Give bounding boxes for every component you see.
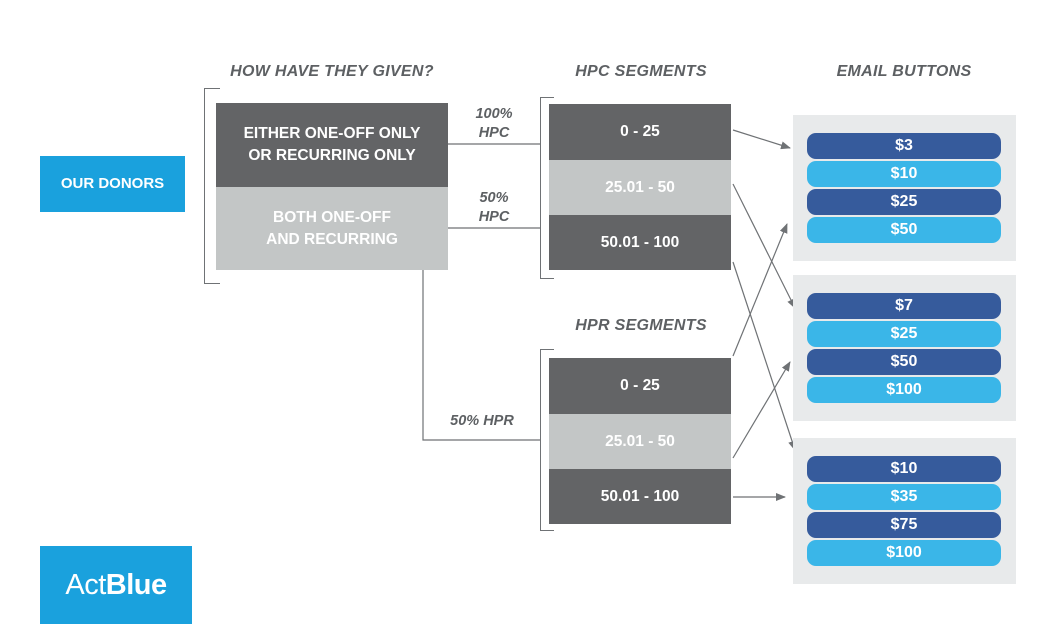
- hpr-segment-3: 50.01 - 100: [549, 469, 731, 524]
- hpr-segment-1: 0 - 25: [549, 358, 731, 414]
- giving-type-single-line1: EITHER ONE-OFF ONLY: [243, 125, 421, 142]
- email-button-1-4: $50: [807, 217, 1001, 243]
- email-button-2-3: $50: [807, 349, 1001, 375]
- logo-text-bold: Blue: [105, 568, 167, 601]
- email-button-3-4: $100: [807, 540, 1001, 566]
- email-button-2-2: $25: [807, 321, 1001, 347]
- hpc-segment-1: 0 - 25: [549, 104, 731, 160]
- hpc-segment-2: 25.01 - 50: [549, 160, 731, 215]
- hpc-segment-3: 50.01 - 100: [549, 215, 731, 270]
- connector-both-to-hpr: [422, 270, 540, 441]
- heading-email-buttons: EMAIL BUTTONS: [836, 63, 972, 80]
- arrow-hpc-50-100: [732, 261, 796, 451]
- arrow-hpc-0-25: [732, 129, 791, 150]
- heading-how-given: HOW HAVE THEY GIVEN?: [230, 63, 434, 80]
- giving-type-both-box: BOTH ONE-OFF AND RECURRING: [216, 187, 448, 270]
- arrow-hpr-25-50: [732, 361, 791, 459]
- percent-label-hpc-100: 100% HPC: [464, 105, 524, 143]
- email-button-2-1: $7: [807, 293, 1001, 319]
- email-button-1-1: $3: [807, 133, 1001, 159]
- percent-label-hpc-100-value: 100%: [475, 106, 513, 122]
- percent-label-hpc-100-unit: HPC: [478, 125, 510, 141]
- email-button-1-3: $25: [807, 189, 1001, 215]
- hpr-segments-bracket: [540, 349, 554, 531]
- email-button-3-3: $75: [807, 512, 1001, 538]
- percent-label-hpc-50-value: 50%: [479, 190, 509, 206]
- giving-type-both-line1: BOTH ONE-OFF: [273, 208, 391, 226]
- arrow-hpc-25-50: [732, 183, 796, 309]
- our-donors-box: OUR DONORS: [40, 156, 185, 212]
- giving-type-single-line2: OR RECURRING ONLY: [248, 147, 416, 164]
- email-button-group-2: $7 $25 $50 $100: [793, 275, 1016, 421]
- email-button-3-2: $35: [807, 484, 1001, 510]
- percent-label-hpr-50: 50% HPR: [450, 413, 514, 429]
- giving-type-bracket: [204, 88, 220, 284]
- heading-hpc-segments: HPC SEGMENTS: [575, 63, 707, 80]
- email-button-group-1: $3 $10 $25 $50: [793, 115, 1016, 261]
- our-donors-label: OUR DONORS: [60, 175, 165, 192]
- arrow-hpr-0-25: [732, 223, 788, 357]
- email-button-1-2: $10: [807, 161, 1001, 187]
- hpc-segments-bracket: [540, 97, 554, 279]
- email-button-3-1: $10: [807, 456, 1001, 482]
- heading-hpr-segments: HPR SEGMENTS: [575, 317, 707, 334]
- giving-type-both-line2: AND RECURRING: [266, 230, 398, 248]
- email-button-group-3: $10 $35 $75 $100: [793, 438, 1016, 584]
- percent-label-hpc-50-unit: HPC: [478, 209, 510, 225]
- percent-label-hpc-50: 50% HPC: [464, 189, 524, 227]
- logo-text-regular: Act: [65, 568, 106, 601]
- hpr-segment-2: 25.01 - 50: [549, 414, 731, 469]
- email-button-2-4: $100: [807, 377, 1001, 403]
- giving-type-single-box: EITHER ONE-OFF ONLY OR RECURRING ONLY: [216, 103, 448, 187]
